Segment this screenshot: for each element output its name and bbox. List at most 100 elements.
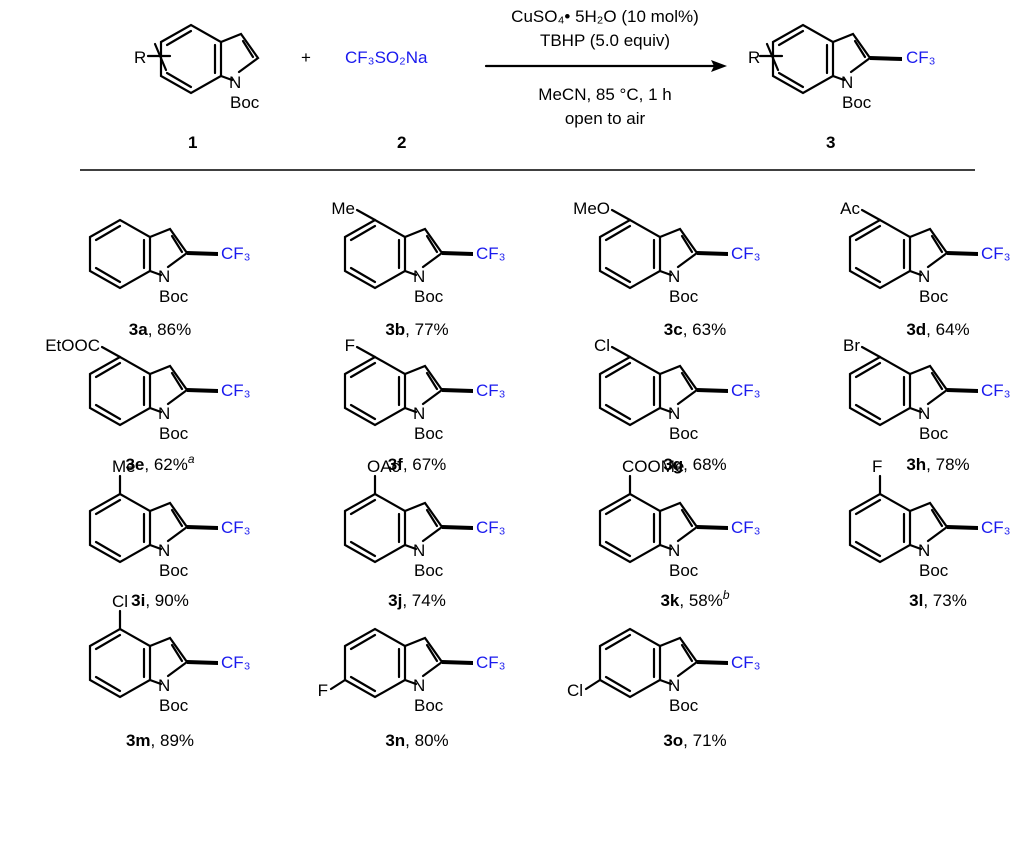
pyrrole-ring [403, 636, 444, 686]
pyrrole-ring [658, 501, 699, 551]
substituent-bond [329, 678, 347, 691]
compound-label: 3f, 67% [388, 455, 447, 474]
benzene-double-bonds [604, 498, 656, 558]
compound-yield: , 62% [144, 455, 187, 474]
pyrrole-double-bond [680, 508, 694, 528]
pyrrole-double-bond [170, 643, 184, 663]
cf3-bond [187, 660, 218, 665]
cf3-label: CF₃ [221, 381, 251, 400]
boc-label: Boc [159, 287, 189, 306]
compound-yield: , 80% [405, 731, 448, 750]
pyrrole-double-bond [680, 643, 694, 663]
product-3-pyrrole-double [853, 39, 867, 59]
substituent-bond [355, 345, 377, 359]
boc-label: Boc [414, 696, 444, 715]
cf3-label: CF₃ [731, 518, 761, 537]
product-3-benzene [771, 23, 835, 95]
boc-label: Boc [414, 287, 444, 306]
cf3-bond [442, 251, 473, 256]
pyrrole-ring [658, 227, 699, 277]
cf3-bond [442, 388, 473, 393]
substituent-bond [355, 208, 377, 222]
boc-label: Boc [669, 287, 699, 306]
pyrrole-double-bond [425, 508, 439, 528]
substituent-label: Cl [567, 681, 583, 700]
benzene-double-bonds [349, 633, 401, 693]
product-3-number: 3 [826, 133, 835, 152]
cf3-label: CF₃ [981, 381, 1011, 400]
plus-sign: + [301, 48, 311, 67]
cf3-bond [947, 525, 978, 530]
product-3-cf3-label: CF₃ [906, 48, 936, 67]
pyrrole-double-bond [930, 371, 944, 391]
boc-label: Boc [919, 287, 949, 306]
n-label: N [668, 676, 680, 695]
compound-id: 3m [126, 731, 151, 750]
cf3-label: CF₃ [731, 653, 761, 672]
n-label: N [918, 404, 930, 423]
n-label: N [413, 404, 425, 423]
reactant-2-label: CF₃SO₂Na [345, 48, 428, 67]
substituent-bond [610, 345, 632, 359]
boc-label: Boc [414, 424, 444, 443]
compound-id: 3e [125, 455, 144, 474]
cf3-label: CF₃ [981, 244, 1011, 263]
reactant-1-aromatic-bonds [165, 29, 217, 89]
benzene-double-bonds [604, 361, 656, 421]
substituent-label: Me [331, 199, 355, 218]
benzene-double-bonds [94, 224, 146, 284]
pyrrole-ring [908, 227, 949, 277]
benzene-ring [343, 627, 407, 699]
cf3-bond [697, 388, 728, 393]
cf3-bond [947, 388, 978, 393]
pyrrole-ring [403, 227, 444, 277]
n-label: N [668, 404, 680, 423]
product-3-boc-label: Boc [842, 93, 872, 112]
reactant-1-boc-label: Boc [230, 93, 260, 112]
compound-label: 3g, 68% [663, 455, 726, 474]
n-label: N [158, 404, 170, 423]
boc-label: Boc [159, 561, 189, 580]
compound-label: 3a, 86% [129, 320, 191, 339]
compound-yield: , 64% [926, 320, 969, 339]
compound-label: 3i, 90% [131, 591, 189, 610]
reactant-1-r-bond [146, 42, 172, 72]
pyrrole-double-bond [930, 508, 944, 528]
benzene-double-bonds [854, 224, 906, 284]
benzene-double-bonds [349, 224, 401, 284]
substituent-label: Me [112, 457, 136, 476]
pyrrole-ring [403, 364, 444, 414]
substituent-bond [100, 345, 122, 359]
compound-id: 3g [663, 455, 683, 474]
benzene-double-bonds [94, 633, 146, 693]
compound-id: 3j [388, 591, 402, 610]
compound-id: 3c [664, 320, 683, 339]
reactant-1-pyrrole-double [241, 39, 255, 59]
n-label: N [918, 267, 930, 286]
cf3-label: CF₃ [731, 244, 761, 263]
compound-label: 3l, 73% [909, 591, 967, 610]
pyrrole-double-bond [425, 371, 439, 391]
benzene-double-bonds [94, 361, 146, 421]
benzene-ring [343, 355, 407, 427]
cf3-bond [947, 251, 978, 256]
substituent-label: F [872, 457, 882, 476]
cf3-label: CF₃ [221, 653, 251, 672]
compound-yield: , 73% [923, 591, 966, 610]
compound-label: 3j, 74% [388, 591, 446, 610]
compound-id: 3k [660, 591, 679, 610]
substituent-bond [860, 345, 882, 359]
benzene-ring [88, 492, 152, 564]
condition-atmosphere: open to air [565, 109, 646, 128]
benzene-ring [598, 355, 662, 427]
pyrrole-ring [148, 364, 189, 414]
benzene-ring [598, 627, 662, 699]
product-3-pyrrole [831, 32, 872, 82]
compound-yield: , 58% [679, 591, 722, 610]
